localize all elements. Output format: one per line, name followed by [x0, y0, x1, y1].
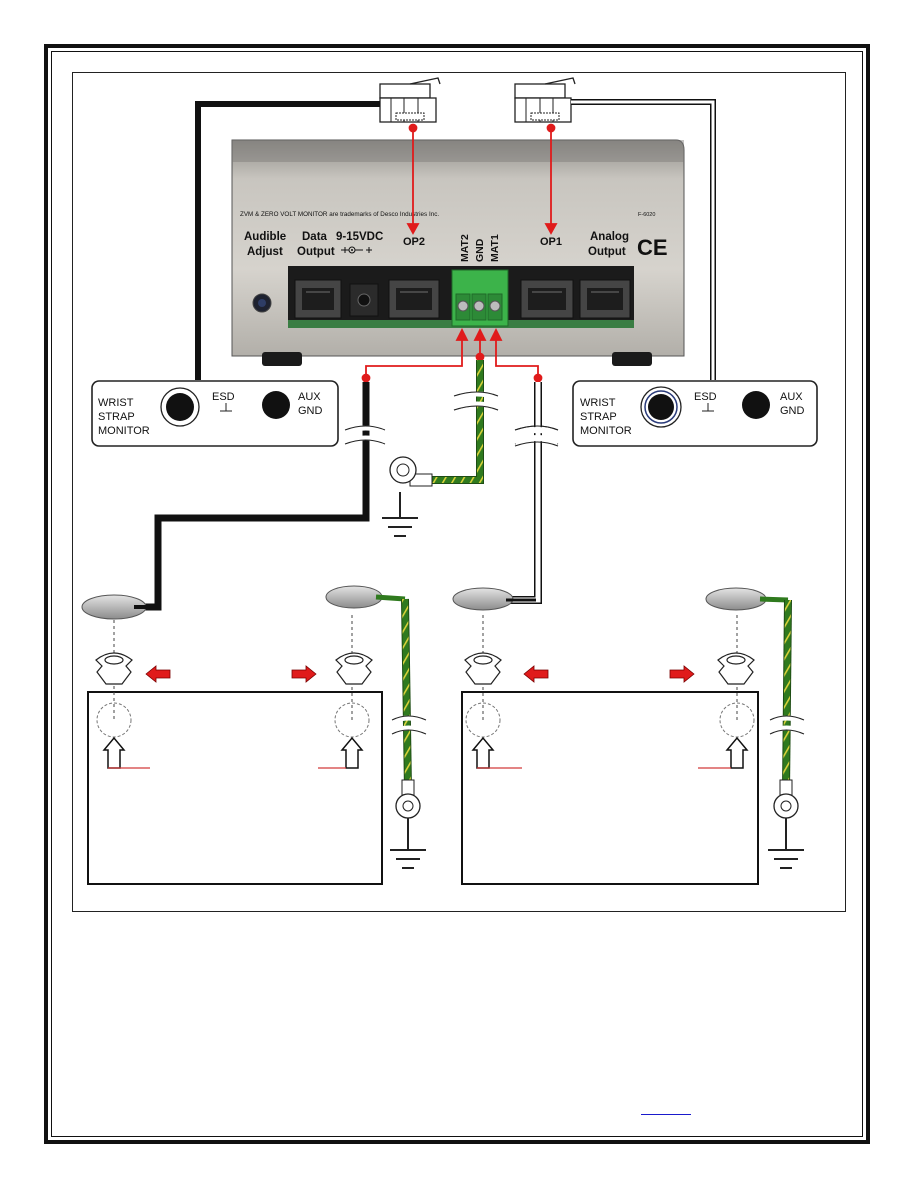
op1-label: OP1 — [540, 236, 562, 248]
rj-plug-left-icon — [379, 77, 441, 123]
aux-gnd-jack-left — [262, 391, 290, 419]
gnd-label: GND — [474, 238, 486, 262]
data-output-label-2: Output — [297, 246, 335, 258]
mat1-label: MAT1 — [489, 234, 501, 262]
op2-label: OP2 — [403, 236, 425, 248]
mat-ground-cord-right — [768, 599, 806, 869]
part-number-text: F-6020 — [638, 212, 655, 218]
wsm-left-gnd: GND — [298, 405, 323, 417]
gnd-cable — [428, 360, 484, 484]
audible-label-1: Audible — [244, 231, 286, 243]
mat2-label: MAT2 — [459, 234, 471, 262]
wrist-strap-monitor-left: WRIST STRAP MONITOR ESD AUX GND — [91, 380, 339, 447]
analog-output-label-1: Analog — [590, 231, 629, 243]
arrow-left-icon — [145, 665, 171, 683]
esd-ground-icon — [220, 403, 232, 412]
ground-symbol-icon — [382, 492, 418, 537]
arrow-up-icon — [725, 736, 749, 769]
arrow-up-icon — [102, 736, 126, 769]
wrist-strap-monitor-right: WRIST STRAP MONITOR ESD AUX GND — [572, 380, 818, 447]
audible-label-2: Adjust — [247, 246, 283, 258]
arrow-up-icon — [471, 736, 495, 769]
mat-right — [461, 615, 759, 885]
wsm-right-gnd: GND — [780, 405, 805, 417]
black-cable-op2 — [195, 101, 380, 380]
wsm-right-label-2: STRAP — [580, 411, 617, 423]
arrow-right-icon — [291, 665, 317, 683]
op-indicators — [406, 123, 558, 235]
mat-ground-cord-left — [390, 598, 428, 869]
data-output-label-1: Data — [302, 231, 328, 243]
wsm-right-label-3: MONITOR — [580, 425, 632, 437]
snap-pads — [81, 585, 789, 620]
snap-fastener-icon — [95, 652, 755, 685]
wsm-right-esd: ESD — [694, 391, 717, 403]
trademark-text: ZVM & ZERO VOLT MONITOR are trademarks o… — [240, 211, 439, 218]
power-label: 9-15VDC — [336, 231, 383, 243]
page-border-outer — [44, 44, 870, 1144]
wsm-left-label-2: STRAP — [98, 411, 135, 423]
terminal-indicators — [361, 327, 543, 383]
arrow-right-icon — [669, 665, 695, 683]
analog-output-label-2: Output — [588, 246, 626, 258]
wsm-left-label-1: WRIST — [98, 397, 134, 409]
arrow-left-icon — [523, 665, 549, 683]
diagram-frame — [72, 72, 846, 912]
aux-gnd-jack-right — [742, 391, 770, 419]
mat1-cable — [508, 382, 542, 604]
wsm-left-aux: AUX — [298, 391, 321, 403]
wsm-left-esd: ESD — [212, 391, 235, 403]
dc-polarity-icon — [341, 246, 372, 254]
rj-plug-right-icon — [514, 77, 576, 123]
page-link-underline[interactable] — [641, 1114, 691, 1116]
arrow-up-icon — [340, 736, 364, 769]
wsm-right-label-1: WRIST — [580, 397, 616, 409]
monitor-panel: ZVM & ZERO VOLT MONITOR are trademarks o… — [231, 139, 685, 366]
wsm-left-label-3: MONITOR — [98, 425, 150, 437]
ring-terminal-icon — [389, 456, 433, 487]
ce-mark: CE — [637, 235, 668, 260]
wsm-right-aux: AUX — [780, 391, 803, 403]
mat-left — [87, 615, 383, 885]
page-border-inner — [51, 51, 863, 1137]
